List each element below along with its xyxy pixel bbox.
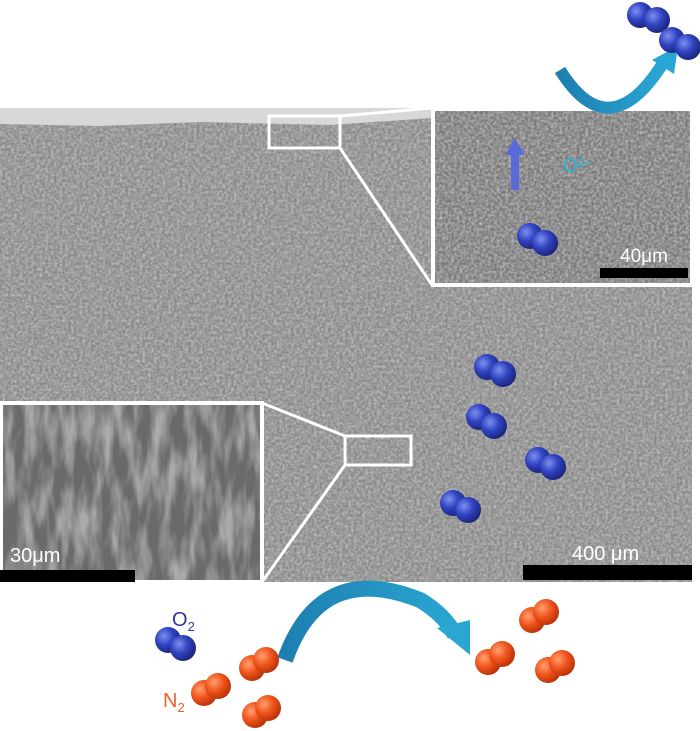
legend-n2: N2 <box>163 690 185 715</box>
scale-bar-400um <box>523 565 692 580</box>
legend-o2: O2 <box>172 609 195 634</box>
scale-label-30um: 30μm <box>10 545 61 567</box>
scale-label-40um: 40μm <box>620 246 668 267</box>
scale-bar-40um <box>600 268 688 278</box>
n2-molecule <box>191 673 231 706</box>
nitrogen-molecules <box>191 599 575 728</box>
scale-label-400um: 400 μm <box>572 543 640 565</box>
n2-molecule <box>242 695 281 728</box>
o2-molecule <box>659 27 700 60</box>
n2-molecule <box>475 641 515 675</box>
zoom-region-top <box>267 114 342 150</box>
zoom-region-bottom <box>343 434 413 467</box>
sem-inset-bottom <box>0 401 264 584</box>
scale-bar-30um <box>0 570 135 582</box>
o2-molecule <box>517 223 558 256</box>
n2-molecule <box>535 650 575 683</box>
arrow-up-icon <box>505 138 525 155</box>
n2-molecule <box>519 599 559 633</box>
o2-molecule <box>440 490 481 523</box>
o2-molecule <box>627 2 670 33</box>
sem-inset-top <box>431 107 694 287</box>
o2-molecule <box>466 404 507 439</box>
o2-molecule <box>155 627 196 661</box>
o2-molecule <box>474 354 516 387</box>
oxygen-molecules <box>155 2 700 661</box>
oxide-ion-label: O²⁻ <box>563 156 595 177</box>
curved-arrow-bottom <box>277 580 463 663</box>
n2-molecule <box>239 647 279 681</box>
o2-molecule <box>525 447 566 480</box>
curved-arrow-top <box>554 56 671 114</box>
